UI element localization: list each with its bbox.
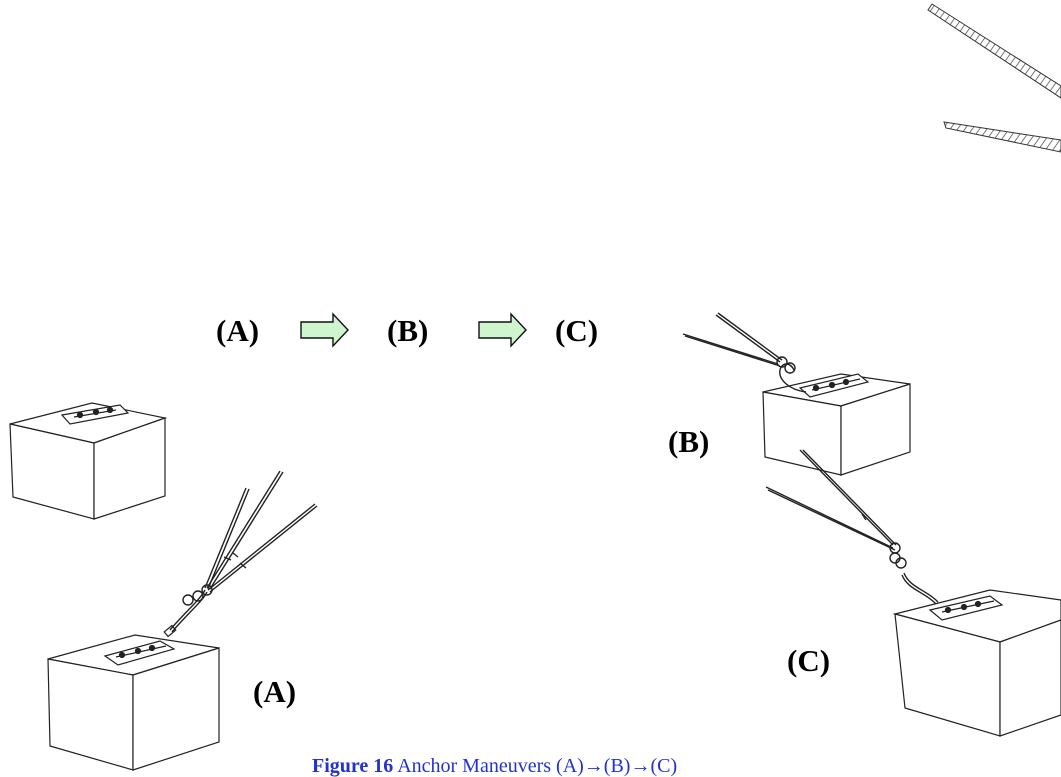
sequence-step-c: (C)	[555, 313, 599, 348]
sequence-step-a: (A)	[216, 313, 260, 348]
rope-closeup-detail	[927, 3, 1061, 153]
shackle-a2	[192, 590, 204, 602]
sequence-step-b: (B)	[387, 313, 429, 348]
anchor-block-c	[892, 589, 1061, 737]
chock-plate-c	[928, 595, 1004, 621]
anchor-block-a	[47, 624, 220, 771]
anchor-block-b	[762, 373, 911, 476]
sequence-arrow-b-to-c	[478, 312, 527, 348]
figure-caption: Figure 16 Anchor Maneuvers (A)→(B)→(C)	[312, 756, 677, 776]
shackle-c2	[895, 557, 907, 569]
shackle-b1	[784, 362, 796, 374]
chock-plate-a	[103, 624, 177, 666]
sling-b	[682, 312, 807, 393]
callout-a: (A)	[253, 674, 297, 709]
shackle-b2	[776, 356, 788, 368]
figure-caption-text: Anchor Maneuvers (A)→(B)→(C)	[397, 755, 678, 777]
callout-c: (C)	[787, 643, 831, 678]
figure-number: Figure 16	[312, 755, 394, 777]
sequence-arrow-a-to-b	[300, 312, 349, 348]
sling-c	[765, 449, 939, 605]
chock-plate-empty	[60, 404, 130, 425]
shackle-a3	[201, 584, 213, 596]
callout-b: (B)	[668, 424, 710, 459]
sling-a	[169, 470, 318, 633]
anchor-block-empty	[9, 402, 168, 520]
shackle-a1	[182, 594, 194, 606]
chock-plate-b	[798, 373, 870, 398]
